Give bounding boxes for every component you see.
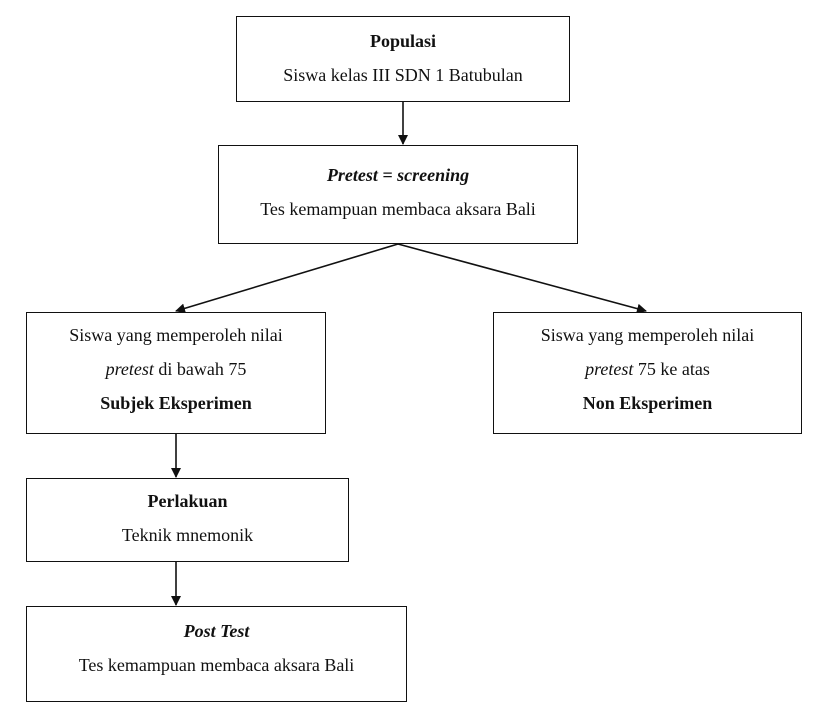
node-perlakuan: Perlakuan Teknik mnemonik: [26, 478, 349, 562]
perlakuan-title: Perlakuan: [147, 491, 228, 511]
node-above-75: Siswa yang memperoleh nilai pretest 75 k…: [493, 312, 802, 434]
pretest-text: Tes kemampuan membaca aksara Bali: [260, 199, 536, 219]
pretest-title-italic2: screening: [397, 165, 470, 185]
node-posttest: Post Test Tes kemampuan membaca aksara B…: [26, 606, 407, 702]
posttest-text: Tes kemampuan membaca aksara Bali: [78, 655, 355, 675]
below75-label: Subjek Eksperimen: [100, 393, 252, 413]
arrow-pretest-to-above75: [397, 243, 647, 314]
populasi-title: Populasi: [369, 31, 437, 51]
below75-line2-italic: pretest: [105, 359, 154, 379]
pretest-title-eq: =: [377, 165, 398, 185]
above75-line2-italic: pretest: [585, 359, 634, 379]
arrow-pretest-to-below75: [175, 243, 399, 314]
pretest-title: Pretest = screening: [219, 158, 577, 192]
node-populasi: Populasi Siswa kelas III SDN 1 Batubulan: [236, 16, 570, 102]
below75-line2-rest: di bawah 75: [153, 359, 247, 379]
below75-line2: pretest di bawah 75: [27, 352, 325, 386]
node-pretest: Pretest = screening Tes kemampuan membac…: [218, 145, 578, 244]
posttest-title: Post Test: [183, 621, 250, 641]
pretest-title-italic: Pretest: [326, 165, 378, 185]
perlakuan-text: Teknik mnemonik: [121, 525, 254, 545]
below75-line1: Siswa yang memperoleh nilai: [69, 325, 283, 345]
above75-line1: Siswa yang memperoleh nilai: [540, 325, 755, 345]
above75-line2-rest: 75 ke atas: [633, 359, 710, 379]
populasi-text: Siswa kelas III SDN 1 Batubulan: [283, 65, 523, 85]
above75-line2: pretest 75 ke atas: [494, 352, 801, 386]
above75-label: Non Eksperimen: [582, 393, 713, 413]
node-below-75: Siswa yang memperoleh nilai pretest di b…: [26, 312, 326, 434]
